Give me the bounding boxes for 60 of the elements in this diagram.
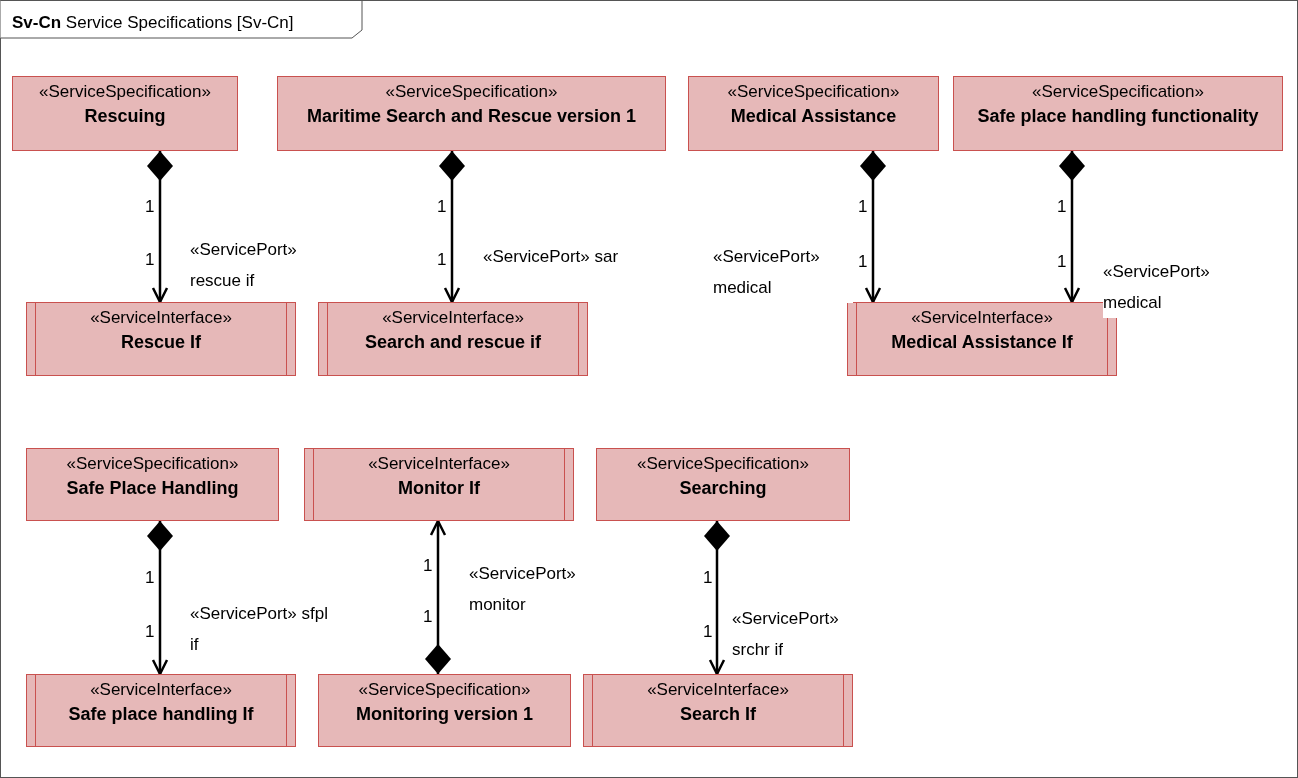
interface-box (318, 302, 588, 376)
interface-box (304, 448, 574, 521)
composition-arrow (439, 151, 465, 304)
stereotype-label: «ServiceSpecification» (1032, 81, 1204, 103)
specification-box (953, 76, 1283, 151)
stereotype-label: «ServiceInterface» (647, 679, 789, 701)
element-name: Monitoring version 1 (356, 703, 533, 726)
specification-box (12, 76, 238, 151)
stereotype-label: «ServiceInterface» (90, 307, 232, 329)
multiplicity-label: 1 (145, 197, 155, 217)
stereotype-label: «ServiceSpecification» (385, 81, 558, 103)
multiplicity-label: 1 (145, 250, 155, 270)
specification-box (688, 76, 939, 151)
stereotype-label: «ServiceInterface» (911, 307, 1053, 329)
composition-arrow (425, 519, 451, 674)
element-name: Safe place handling functionality (977, 105, 1259, 128)
multiplicity-label: 1 (703, 622, 713, 642)
multiplicity-label: 1 (423, 556, 433, 576)
element-name: Search If (679, 703, 756, 726)
interface-box (583, 674, 853, 747)
diagram-title: Sv-Cn Service Specifications [Sv-Cn] (12, 13, 294, 33)
element-name: Medical Assistance (730, 105, 897, 128)
composition-arrow (704, 521, 730, 676)
multiplicity-label: 1 (437, 250, 447, 270)
composition-arrow (1059, 151, 1085, 304)
stereotype-label: «ServiceInterface» (382, 307, 524, 329)
element-name: Search and rescue if (364, 331, 542, 354)
element-name: Rescue If (120, 331, 201, 354)
multiplicity-label: 1 (423, 607, 433, 627)
multiplicity-label: 1 (703, 568, 713, 588)
multiplicity-label: 1 (858, 197, 868, 217)
element-name: Rescuing (84, 105, 166, 128)
stereotype-label: «ServiceInterface» (90, 679, 232, 701)
stereotype-label: «ServiceSpecification» (66, 453, 239, 475)
stereotype-label: «ServiceSpecification» (637, 453, 809, 475)
multiplicity-label: 1 (1057, 252, 1067, 272)
multiplicity-label: 1 (145, 568, 155, 588)
specification-box (26, 448, 279, 521)
element-name: Medical Assistance If (891, 331, 1073, 354)
specification-box (596, 448, 850, 521)
element-name: Monitor If (398, 477, 480, 500)
multiplicity-label: 1 (437, 197, 447, 217)
multiplicity-label: 1 (1057, 197, 1067, 217)
composition-arrow (147, 521, 173, 676)
element-name: Safe place handling If (68, 703, 254, 726)
stereotype-label: «ServiceSpecification» (727, 81, 900, 103)
multiplicity-label: 1 (858, 252, 868, 272)
element-name: Safe Place Handling (66, 477, 239, 500)
element-name: Maritime Search and Rescue version 1 (306, 105, 637, 128)
stereotype-label: «ServiceSpecification» (39, 81, 211, 103)
multiplicity-label: 1 (145, 622, 155, 642)
specification-box (318, 674, 571, 747)
composition-arrow (860, 151, 886, 304)
interface-box (26, 674, 296, 747)
specification-box (277, 76, 666, 151)
stereotype-label: «ServiceInterface» (368, 453, 510, 475)
composition-arrow (147, 151, 173, 304)
stereotype-label: «ServiceSpecification» (358, 679, 531, 701)
element-name: Searching (679, 477, 767, 500)
interface-box (26, 302, 296, 376)
